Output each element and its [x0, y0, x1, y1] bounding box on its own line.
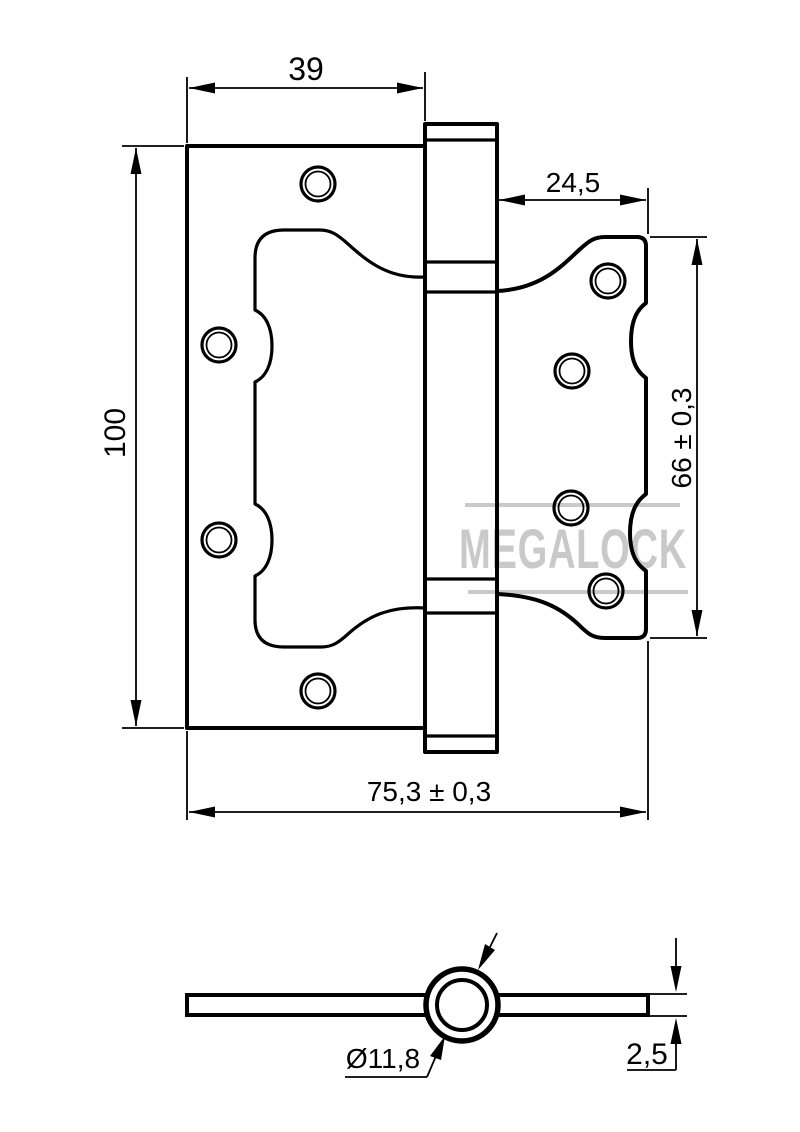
dimension-knuckle-diameter: Ø11,8 [345, 1036, 445, 1078]
arrowhead-right-icon [397, 82, 423, 94]
arrowhead-icon [478, 944, 495, 970]
dim-overall-width-label: 75,3 ± 0,3 [367, 776, 491, 807]
knuckle-barrel [423, 122, 499, 754]
leader-line [426, 1055, 437, 1078]
left-leaf-recess-contour [253, 228, 427, 649]
dim-leaf-thickness-label: 2,5 [626, 1038, 668, 1071]
arrowhead-down-icon [130, 700, 142, 726]
dim-left-leaf-height-label: 100 [99, 408, 132, 458]
screw-hole [200, 521, 238, 559]
screw-hole [200, 326, 238, 364]
dim-right-leaf-offset-label: 24,5 [546, 167, 601, 198]
dim-right-leaf-height-label: 66 ± 0,3 [666, 388, 697, 489]
arrowhead-right-icon [620, 194, 646, 206]
leader-line [489, 932, 498, 948]
screw-hole [299, 672, 337, 710]
dimension-right-leaf-height: 66 ± 0,3 [650, 236, 707, 639]
arrowhead-right-icon [620, 806, 646, 818]
screw-hole [552, 489, 590, 527]
screw-holes [200, 165, 627, 710]
leaf-profile-bar [185, 993, 650, 1017]
screw-hole [299, 165, 337, 203]
arrowhead-icon [430, 1036, 445, 1060]
right-leaf-outline [495, 235, 648, 640]
left-leaf-fill [187, 146, 425, 728]
right-leaf-fill [497, 237, 646, 638]
arrowhead-left-icon [499, 194, 525, 206]
arrowhead-up-icon [670, 1018, 682, 1044]
screw-hole [587, 572, 625, 610]
front-view: MEGALOCK [99, 51, 707, 820]
knuckle-outline [423, 122, 499, 754]
profile-view: Ø11,8 2,5 [185, 932, 687, 1078]
screw-hole [589, 262, 627, 300]
dimension-leaf-thickness: 2,5 [626, 938, 687, 1071]
arrowhead-left-icon [189, 806, 215, 818]
knuckle-fill [425, 124, 497, 752]
dimension-overall-width: 75,3 ± 0,3 [186, 641, 649, 820]
dimension-left-leaf-height: 100 [99, 145, 184, 729]
dimension-right-leaf-offset: 24,5 [499, 167, 649, 234]
arrowhead-up-icon [130, 148, 142, 174]
arrowhead-left-icon [189, 82, 215, 94]
front-view-linework [185, 122, 648, 754]
knuckle-pointer [478, 932, 498, 970]
front-view-fills [187, 124, 646, 752]
knuckle-inner-circle [435, 978, 489, 1032]
dim-left-leaf-width-label: 39 [288, 51, 324, 87]
arrowhead-down-icon [691, 610, 703, 636]
dimension-left-leaf-width: 39 [186, 51, 426, 143]
screw-hole [553, 352, 591, 390]
dim-knuckle-diameter-label: Ø11,8 [346, 1043, 420, 1074]
arrowhead-up-icon [691, 239, 703, 265]
arrowhead-down-icon [670, 966, 682, 992]
